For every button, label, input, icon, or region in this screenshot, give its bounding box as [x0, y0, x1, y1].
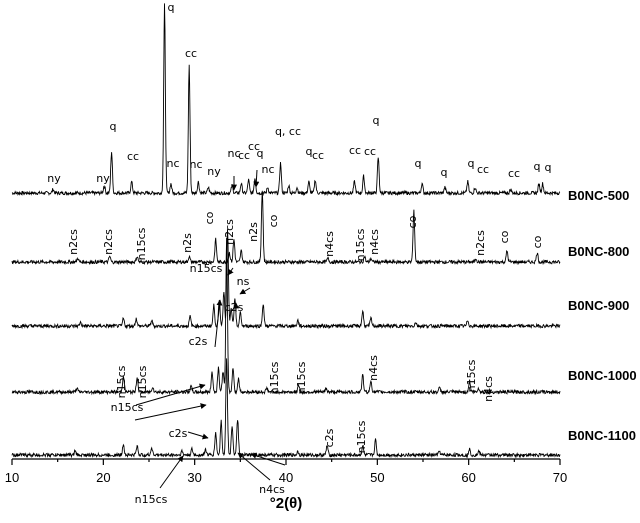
phase-label: cc — [508, 167, 520, 180]
trace-B0NC-1100 — [11, 358, 561, 459]
phase-label: n2cs — [474, 230, 487, 256]
phase-label: n2cs — [102, 229, 115, 255]
phase-label: n15cs — [135, 493, 168, 506]
phase-label: cc — [312, 149, 324, 162]
sample-label-B0NC-500: B0NC-500 — [568, 188, 629, 203]
x-axis: 10 20 30 40 50 60 70 — [5, 458, 567, 485]
phase-label: nc — [166, 157, 179, 170]
phase-label: cc — [349, 144, 361, 157]
phase-label: n2s — [181, 233, 194, 253]
phase-label: q — [441, 166, 448, 179]
phase-label: cc — [477, 163, 489, 176]
diffraction-traces — [11, 3, 561, 459]
phase-label: n15cs — [355, 420, 368, 453]
phase-label: n15cs — [268, 361, 281, 394]
phase-label: q — [257, 147, 264, 160]
x-tick-label: 70 — [553, 470, 567, 485]
annotation-arrow — [135, 383, 206, 406]
phase-label: q — [168, 1, 175, 14]
phase-label: cc — [127, 150, 139, 163]
sample-label-B0NC-900: B0NC-900 — [568, 298, 629, 313]
phase-label: n2s — [247, 222, 260, 242]
phase-label: cc — [238, 149, 250, 162]
phase-label: n15cs — [465, 359, 478, 392]
phase-label: nc — [261, 163, 274, 176]
phase-label: n2cs — [67, 229, 80, 255]
phase-label: c2s — [323, 428, 336, 447]
sample-label-B0NC-1100: B0NC-1100 — [568, 428, 636, 443]
x-tick-label: 50 — [370, 470, 384, 485]
annotation-arrow — [253, 169, 260, 188]
sample-labels: B0NC-500B0NC-800B0NC-900B0NC-1000B0NC-11… — [568, 188, 637, 443]
annotation-arrow — [239, 287, 251, 295]
phase-label: n15cs — [190, 262, 223, 275]
phase-label: n15cs — [115, 365, 128, 398]
phase-label: n4cs — [259, 483, 285, 496]
sample-label-B0NC-1000: B0NC-1000 — [568, 368, 637, 383]
x-tick-label: 30 — [187, 470, 201, 485]
trace-B0NC-900 — [11, 229, 561, 330]
annotation-arrow — [237, 452, 271, 481]
annotation-arrows — [134, 169, 286, 489]
phase-label: q — [306, 145, 313, 158]
phase-label: q — [468, 157, 475, 170]
phase-label: n15cs — [354, 228, 367, 261]
x-tick-label: 10 — [5, 470, 19, 485]
phase-label: n15cs — [135, 227, 148, 260]
phase-label: ny — [96, 172, 110, 185]
phase-label: n15cs — [295, 361, 308, 394]
phase-label: n15cs — [136, 365, 149, 398]
phase-label: cc — [248, 140, 260, 153]
phase-label: ny — [207, 165, 221, 178]
x-axis-title: °2(θ) — [270, 495, 302, 512]
phase-label: n4cs — [367, 355, 380, 381]
phase-label: cc — [185, 47, 197, 60]
phase-label: ns — [237, 275, 250, 288]
phase-label: c2s — [189, 335, 208, 348]
phase-label: q, cc — [275, 125, 301, 138]
phase-label: q — [534, 160, 541, 173]
phase-label: nc — [189, 158, 202, 171]
trace-B0NC-500 — [11, 3, 561, 197]
annotation-arrow — [214, 299, 223, 348]
annotation-arrow — [134, 403, 207, 421]
x-tick-label: 60 — [461, 470, 475, 485]
phase-label: n4cs — [482, 376, 495, 402]
phase-label: c2s — [169, 427, 188, 440]
sample-label-B0NC-800: B0NC-800 — [568, 244, 629, 259]
phase-label: n4cs — [323, 231, 336, 257]
phase-label: q — [110, 120, 117, 133]
phase-label: cc — [364, 145, 376, 158]
phase-label: n15cs — [111, 401, 144, 414]
phase-label: ny — [47, 172, 61, 185]
annotation-arrow — [227, 267, 234, 276]
phase-label: c2s — [225, 301, 244, 314]
annotation-arrow — [159, 455, 184, 489]
phase-label: co — [531, 235, 544, 248]
phase-label: co — [498, 230, 511, 243]
phase-label: co — [406, 215, 419, 228]
phase-label: q — [373, 114, 380, 127]
annotation-arrow — [187, 431, 209, 440]
x-tick-label: 40 — [279, 470, 293, 485]
trace-B0NC-1000 — [11, 237, 561, 396]
phase-label: nc — [227, 147, 240, 160]
phase-label: q — [415, 157, 422, 170]
phase-label: n2cs — [223, 219, 236, 245]
x-tick-label: 20 — [96, 470, 110, 485]
phase-label: co — [203, 211, 216, 224]
phase-label: n4cs — [368, 229, 381, 255]
trace-B0NC-800 — [11, 190, 561, 266]
phase-label: co — [267, 214, 280, 227]
phase-label: q — [545, 161, 552, 174]
